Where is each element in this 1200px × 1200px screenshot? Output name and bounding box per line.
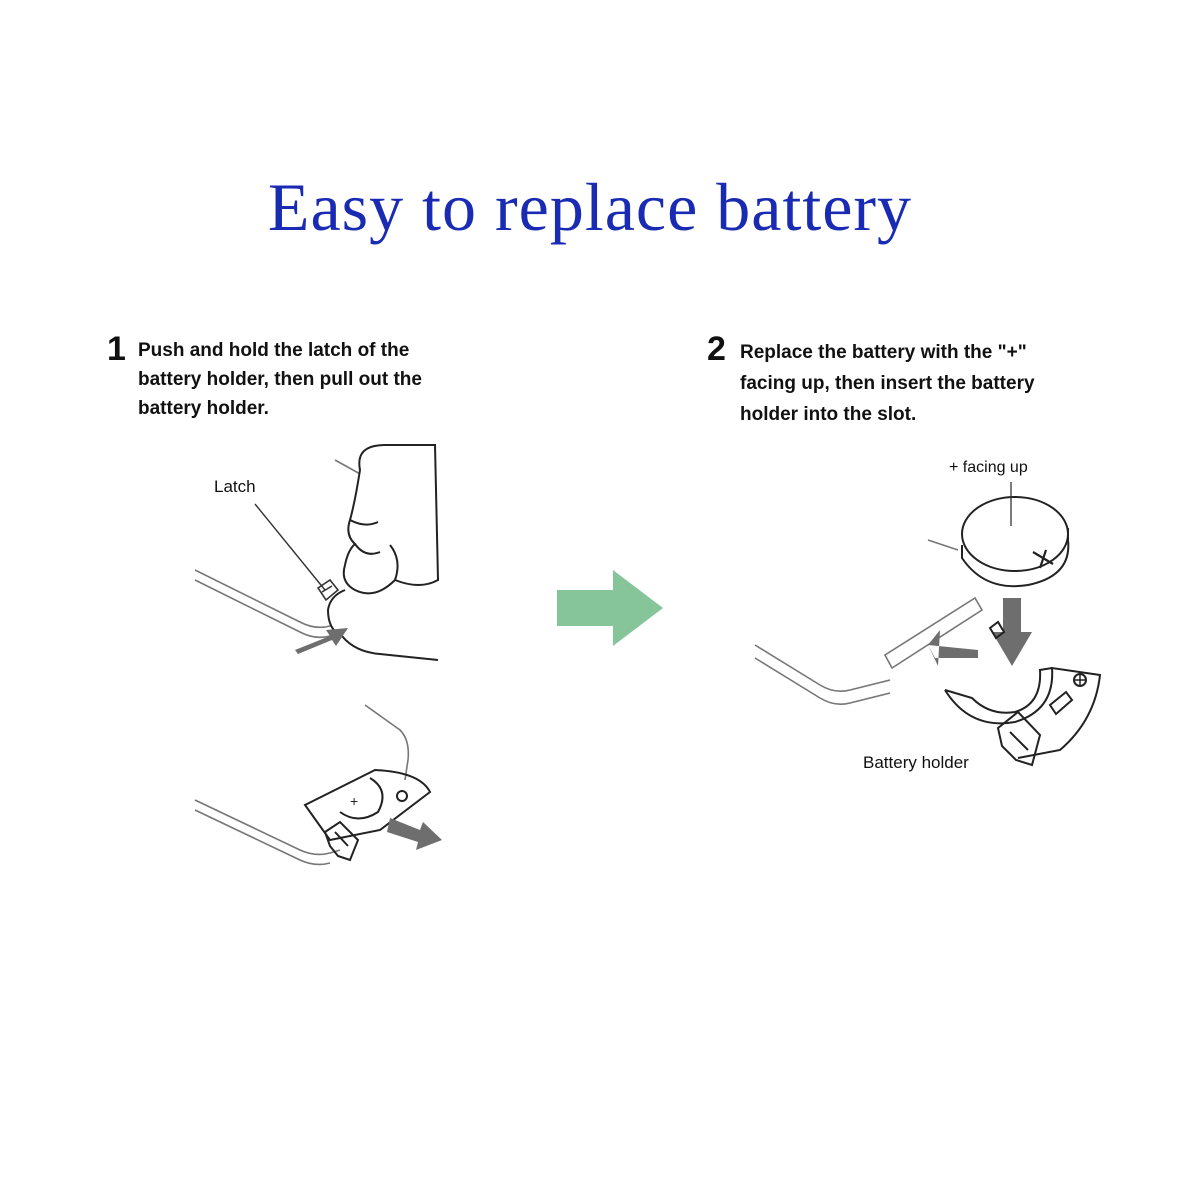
insert-down-arrow-icon xyxy=(992,598,1032,666)
battery-plus-symbol: + xyxy=(350,793,358,809)
instruction-line: facing up, then insert the battery xyxy=(740,373,1035,394)
instruction-line: Replace the battery with the "+" xyxy=(740,342,1027,363)
instruction-line: Push and hold the latch of the xyxy=(138,340,410,361)
instruction-line: holder into the slot. xyxy=(740,404,917,425)
facing-up-label: + facing up xyxy=(949,459,1028,476)
next-step-arrow-icon xyxy=(557,570,663,646)
remote-latch-illustration xyxy=(194,444,440,661)
step-number: 2 xyxy=(707,330,726,368)
battery-holder-label: Battery holder xyxy=(863,753,969,772)
instruction-line: battery holder. xyxy=(138,398,269,419)
pull-arrow-icon xyxy=(387,818,442,850)
instruction-line: battery holder, then pull out the xyxy=(138,369,422,390)
step-number: 1 xyxy=(107,330,126,368)
step-instructions: Replace the battery with the "+" facing … xyxy=(740,337,1035,430)
push-arrow-icon xyxy=(295,628,348,654)
insert-left-arrow-icon xyxy=(928,630,978,666)
latch-label: Latch xyxy=(214,477,256,496)
battery-plus-mark-icon xyxy=(1032,549,1054,569)
step-instructions: Push and hold the latch of the battery h… xyxy=(138,336,422,423)
holder-pull-out-illustration: + xyxy=(194,704,442,866)
page-title: Easy to replace battery xyxy=(267,169,913,245)
battery-insert-illustration xyxy=(754,482,1102,767)
